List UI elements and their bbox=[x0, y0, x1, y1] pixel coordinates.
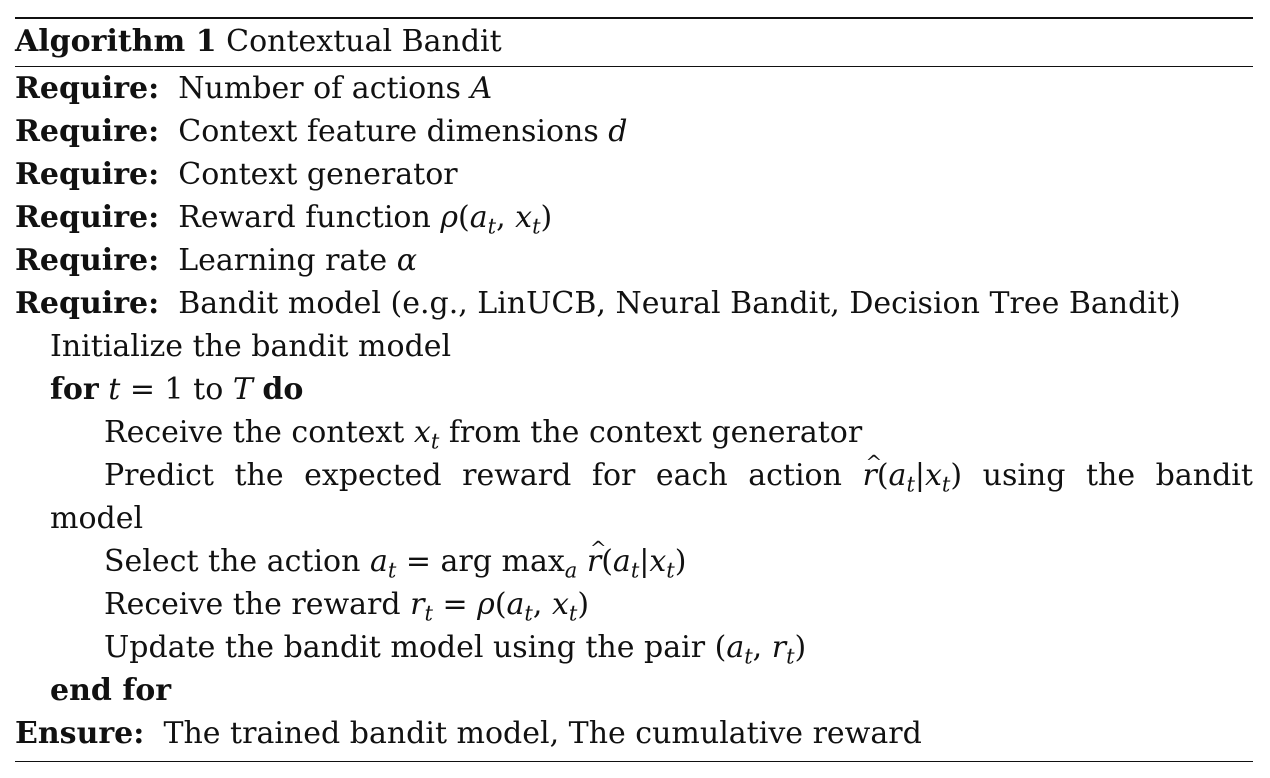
predict-word: the bbox=[234, 458, 284, 493]
update-model-line: Update the bandit model using the pair (… bbox=[15, 626, 1253, 669]
require-text: Reward function bbox=[178, 200, 441, 235]
require-line-dimensions: Require: Context feature dimensions d bbox=[15, 110, 1253, 153]
require-text: Bandit model (e.g., LinUCB, Neural Bandi… bbox=[178, 286, 1181, 321]
require-text: Learning rate bbox=[178, 243, 397, 278]
ensure-line: Ensure: The trained bandit model, The cu… bbox=[15, 712, 1253, 755]
require-line-learning-rate: Require: Learning rate α bbox=[15, 239, 1253, 282]
bottom-rule bbox=[15, 761, 1253, 762]
receive-reward-line: Receive the reward rt = ρ(at, xt) bbox=[15, 583, 1253, 626]
require-keyword: Require: bbox=[15, 114, 160, 149]
require-text: Context generator bbox=[178, 157, 458, 192]
require-math: d bbox=[608, 114, 628, 149]
title-rule bbox=[15, 66, 1253, 67]
predict-continuation-text: model bbox=[50, 501, 144, 536]
require-keyword: Require: bbox=[15, 286, 160, 321]
select-action-line: Select the action at = arg maxa r(at|xt) bbox=[15, 527, 1253, 583]
predict-word: reward bbox=[462, 458, 572, 493]
loop-range-start: t = 1 bbox=[108, 372, 184, 407]
require-line-generator: Require: Context generator bbox=[15, 153, 1253, 196]
pair-formula: (at, rt) bbox=[714, 630, 807, 669]
receive-reward-text: Receive the reward bbox=[104, 587, 411, 622]
require-keyword: Require: bbox=[15, 71, 160, 106]
receive-context-tail: from the context generator bbox=[439, 415, 863, 450]
select-action-formula: at = arg maxa r(at|xt) bbox=[370, 527, 686, 581]
algorithm-lines: Require: Number of actions A Require: Co… bbox=[15, 67, 1253, 755]
context-var: xt bbox=[413, 415, 440, 454]
require-line-model: Require: Bandit model (e.g., LinUCB, Neu… bbox=[15, 282, 1253, 325]
ensure-keyword: Ensure: bbox=[15, 716, 145, 751]
predict-word: for bbox=[591, 458, 636, 493]
predict-line: Predict the expected reward for each act… bbox=[15, 441, 1253, 497]
predict-word: action bbox=[748, 458, 842, 493]
top-rule bbox=[15, 17, 1253, 19]
end-for-line: end for bbox=[15, 669, 1253, 712]
algorithm-label: Algorithm 1 bbox=[15, 24, 217, 59]
algorithm-block: Algorithm 1 Contextual Bandit Require: N… bbox=[15, 17, 1253, 762]
predict-continuation-line: model bbox=[15, 497, 1253, 540]
for-keyword: for bbox=[50, 372, 99, 407]
algorithm-title: Algorithm 1 Contextual Bandit bbox=[15, 19, 1253, 66]
select-action-text: Select the action bbox=[104, 544, 370, 579]
require-line-reward: Require: Reward function ρ(at, xt) bbox=[15, 196, 1253, 239]
require-text: Context feature dimensions bbox=[178, 114, 609, 149]
update-model-text: Update the bandit model using the pair bbox=[104, 630, 715, 665]
require-keyword: Require: bbox=[15, 200, 160, 235]
loop-to: to bbox=[183, 372, 233, 407]
require-line-actions: Require: Number of actions A bbox=[15, 67, 1253, 110]
require-text: Number of actions bbox=[178, 71, 471, 106]
receive-context-text: Receive the context bbox=[104, 415, 414, 450]
init-line: Initialize the bandit model bbox=[15, 325, 1253, 368]
require-keyword: Require: bbox=[15, 157, 160, 192]
predict-word: using bbox=[982, 458, 1066, 493]
predict-word: expected bbox=[304, 458, 442, 493]
predicted-reward-formula: r(at|xt) bbox=[862, 441, 962, 497]
require-keyword: Require: bbox=[15, 243, 160, 278]
loop-range-end: T bbox=[232, 372, 253, 407]
algorithm-name: Contextual Bandit bbox=[226, 24, 502, 59]
ensure-text: The trained bandit model, The cumulative… bbox=[163, 716, 922, 751]
predict-word: Predict bbox=[104, 458, 214, 493]
predict-word: the bbox=[1086, 458, 1136, 493]
receive-context-line: Receive the context xt from the context … bbox=[15, 411, 1253, 454]
do-keyword: do bbox=[262, 372, 304, 407]
predict-word: bandit bbox=[1155, 458, 1253, 493]
end-for-keyword: end for bbox=[50, 673, 172, 708]
reward-assignment-formula: rt = ρ(at, xt) bbox=[410, 587, 590, 626]
for-line: for t = 1 to T do bbox=[15, 368, 1253, 411]
reward-formula: ρ(at, xt) bbox=[440, 200, 553, 239]
init-text: Initialize the bandit model bbox=[50, 329, 452, 364]
require-math: α bbox=[396, 243, 417, 278]
require-math: A bbox=[470, 71, 493, 106]
predict-word: each bbox=[655, 458, 728, 493]
